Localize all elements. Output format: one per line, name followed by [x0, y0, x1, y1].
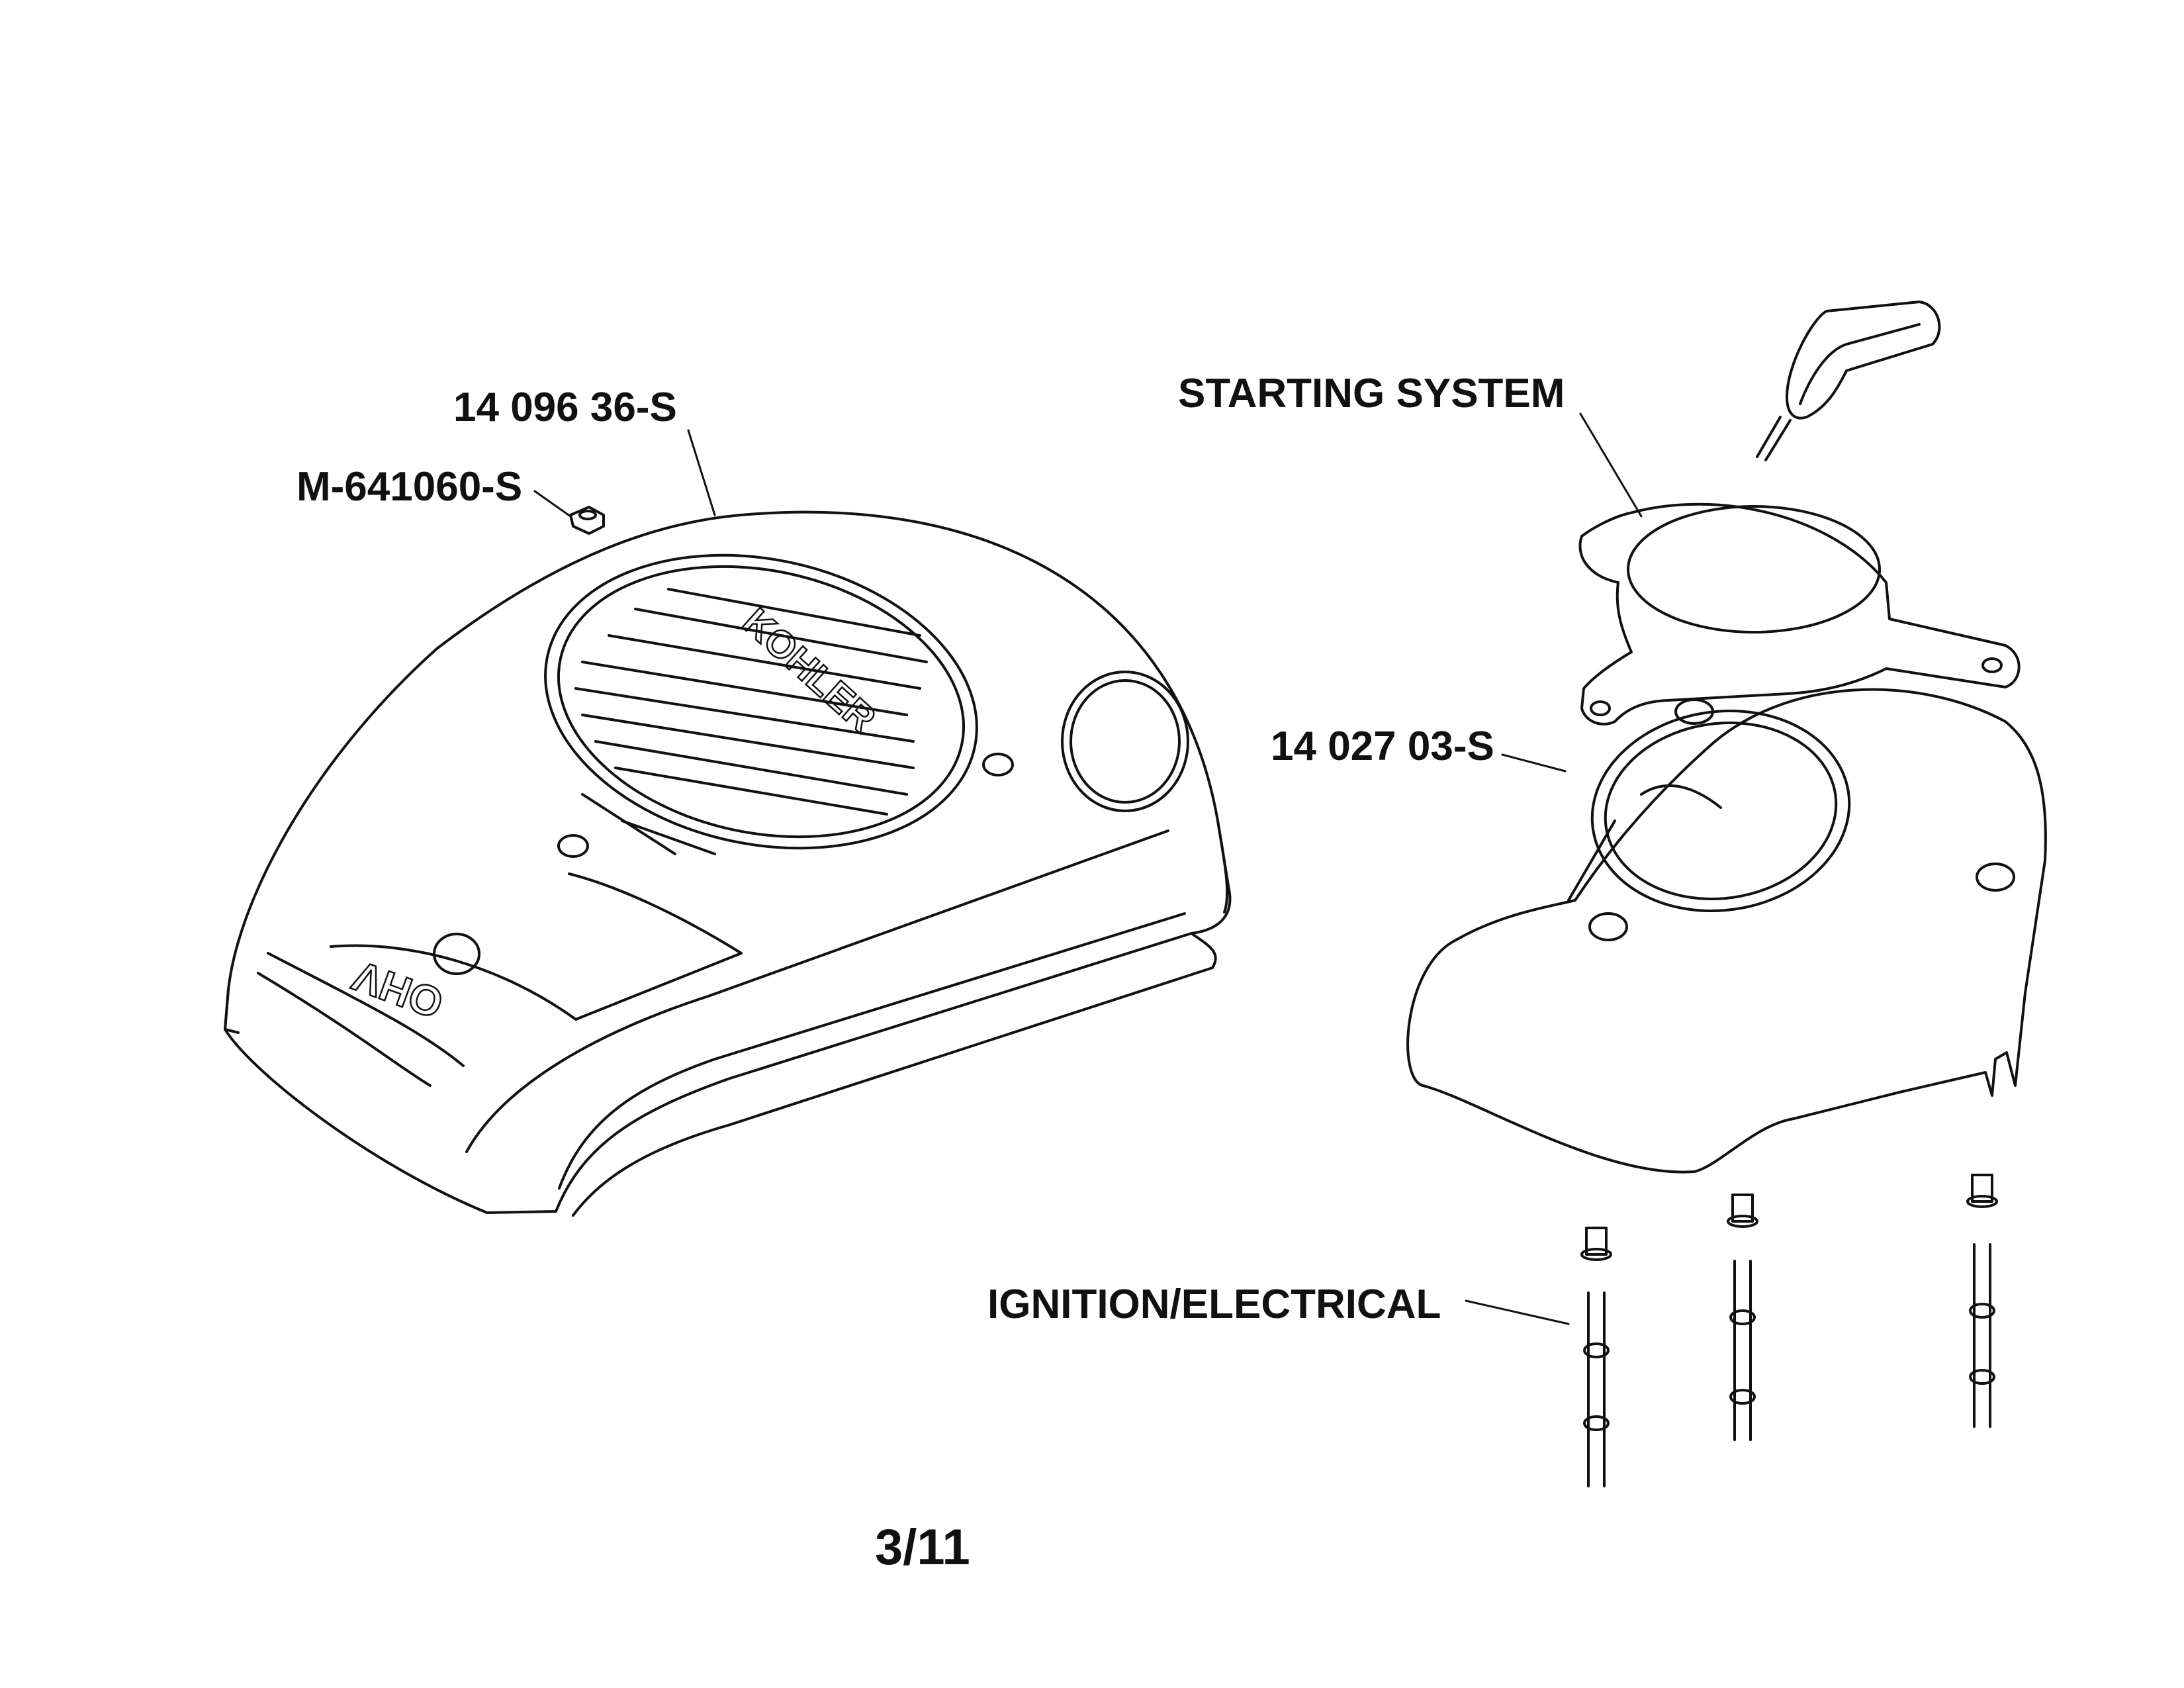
flange-nut — [569, 506, 605, 535]
callout-blower-housing: 14 096 36-S — [453, 385, 677, 430]
callout-nut: M-641060-S — [296, 464, 523, 510]
ignition-fasteners — [1580, 1174, 1998, 1487]
callout-fan-shroud: 14 027 03-S — [1271, 724, 1494, 769]
fin-grille — [544, 553, 978, 855]
callout-starting-system: STARTING SYSTEM — [1178, 371, 1565, 416]
ohv-panel — [330, 872, 743, 1021]
callout-ignition: IGNITION/ELECTRICAL — [987, 1282, 1441, 1327]
air-duct — [1061, 671, 1189, 812]
starting-system — [1578, 301, 2021, 726]
ohv-mark: OHV — [346, 952, 449, 1028]
leader-lines — [533, 412, 1643, 1325]
blower-housing — [224, 510, 1232, 1217]
fan-shroud — [1406, 688, 2047, 1174]
starter-handle — [1786, 301, 1941, 420]
brand-mark: KOHLER — [735, 600, 884, 740]
screw-hole-icon — [433, 933, 480, 975]
page-number: 3/11 — [875, 1519, 970, 1575]
